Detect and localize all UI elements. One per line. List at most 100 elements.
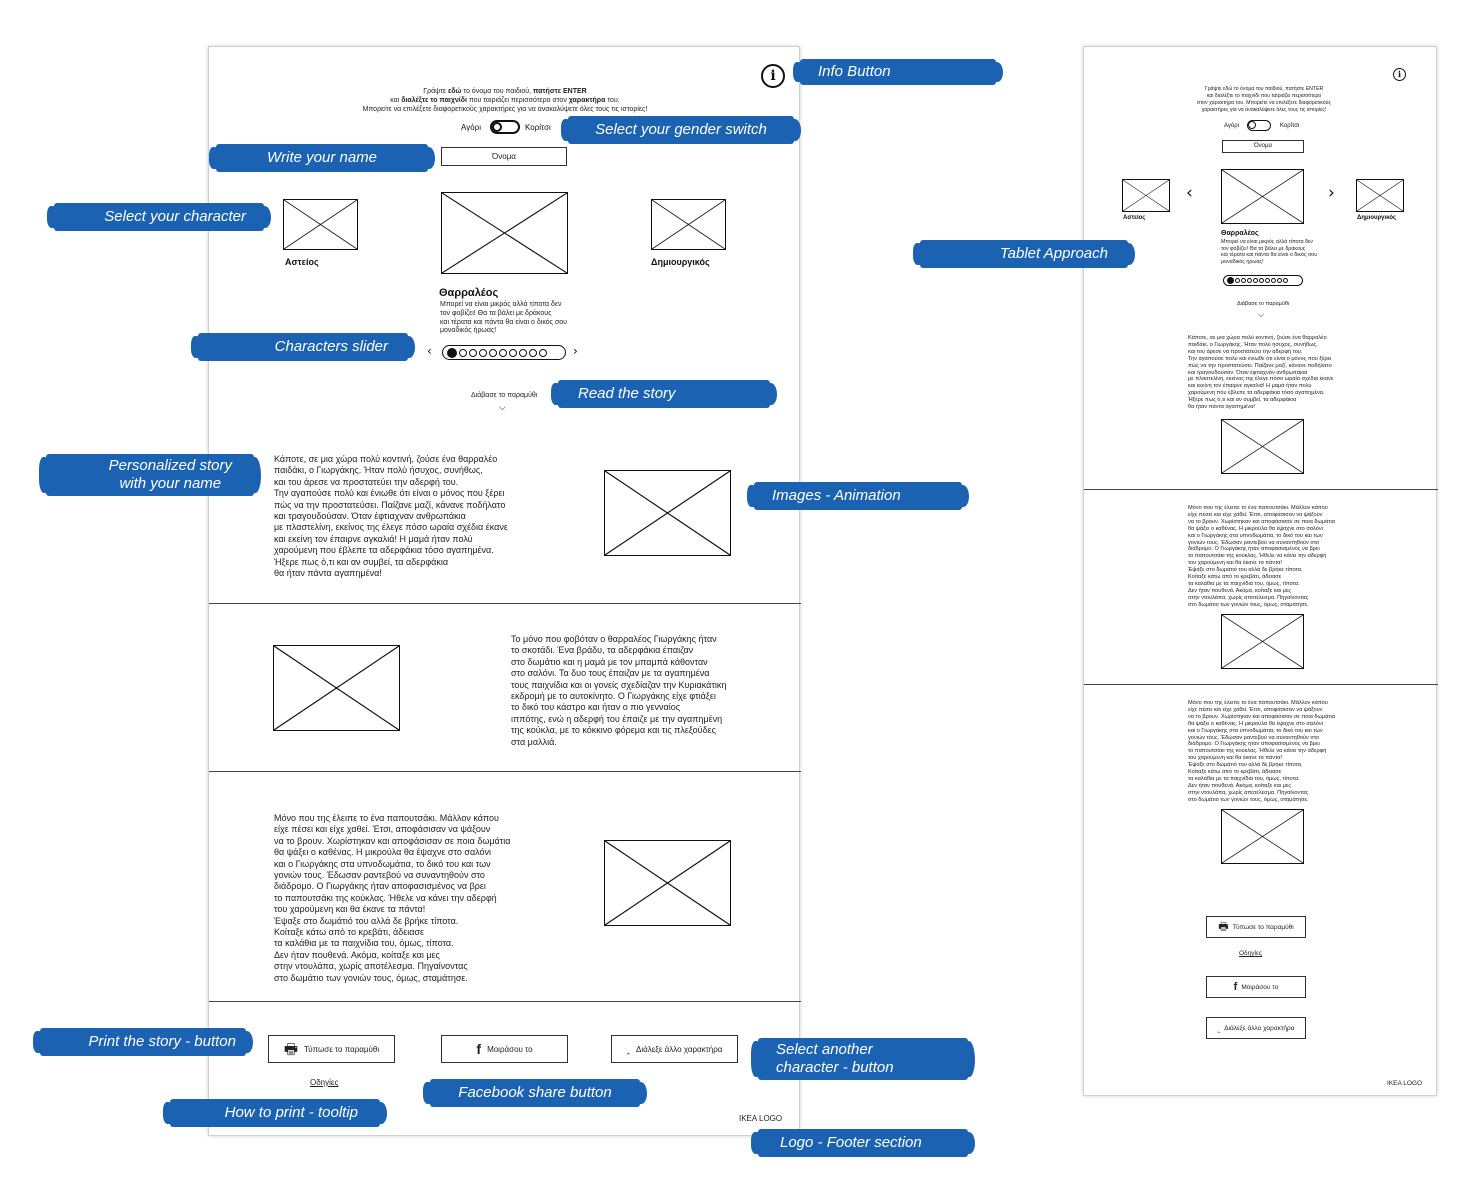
callout-characters-slider: Characters slider: [191, 333, 415, 361]
slider-dot[interactable]: [1241, 278, 1246, 283]
slider-dot[interactable]: [469, 348, 477, 357]
slider-dot[interactable]: [1283, 278, 1288, 283]
callout-tablet-approach: Tablet Approach: [913, 240, 1135, 268]
story-image-3: [1221, 809, 1304, 864]
gender-girl-label: Κορίτσι: [1280, 123, 1300, 129]
character-label-left: Αστείος: [1123, 215, 1146, 221]
character-image-center[interactable]: [1221, 169, 1304, 224]
story-image-1: [1221, 419, 1304, 474]
slider-dot[interactable]: [519, 348, 527, 357]
info-icon[interactable]: i: [1393, 68, 1406, 81]
character-description: Μπορεί να είναι μικρός αλλά τίποτα δεν τ…: [440, 301, 567, 335]
callout-read-story: Read the story: [551, 380, 777, 408]
slider-dot[interactable]: [509, 348, 517, 357]
slider-prev-icon[interactable]: ‹: [1186, 183, 1193, 203]
slider-dot[interactable]: [529, 348, 537, 357]
facebook-icon: f: [1233, 981, 1238, 993]
select-another-character-button[interactable]: ‸ Διάλεξε άλλο χαρακτήρα: [611, 1035, 738, 1063]
character-label-center: Θαρραλέος: [439, 287, 499, 299]
section-divider: [209, 771, 801, 772]
print-button[interactable]: 🖶 Τύπωσε το παραμύθι: [1206, 916, 1306, 938]
characters-slider[interactable]: [1223, 275, 1303, 286]
callout-gender-switch: Select your gender switch: [561, 116, 801, 144]
story-paragraph-2: Μόνο που της έλειπε το ένα παπουτσάκι. Μ…: [1188, 505, 1335, 608]
slider-dot[interactable]: [1247, 278, 1252, 283]
printer-icon: 🖶: [1218, 920, 1229, 933]
slider-dot[interactable]: [1271, 278, 1276, 283]
characters-slider[interactable]: [442, 345, 566, 360]
callout-how-to-print: How to print - tooltip: [163, 1099, 387, 1127]
gender-switch[interactable]: [490, 120, 520, 134]
story-paragraph-3: Μόνο που της έλειπε το ένα παπουτσάκι. Μ…: [274, 813, 511, 983]
name-input[interactable]: Όνομα: [441, 147, 567, 166]
select-another-character-button[interactable]: ‸ Διάλεξε άλλο χαρακτήρα: [1206, 1017, 1306, 1039]
desktop-wireframe: i Γράψτε εδώ το όνομα του παιδιού, πατήσ…: [208, 46, 801, 1136]
callout-facebook-share: Facebook share button: [423, 1079, 647, 1107]
character-image-right[interactable]: [1356, 179, 1404, 212]
footer-logo: IKEA LOGO: [739, 1114, 783, 1123]
character-image-right[interactable]: [651, 199, 726, 250]
character-image-left[interactable]: [1122, 179, 1170, 212]
section-divider: [1084, 489, 1438, 490]
character-image-center[interactable]: [441, 192, 568, 274]
chevron-down-icon[interactable]: ⌵: [1258, 310, 1265, 319]
slider-dot[interactable]: [539, 348, 547, 357]
slider-dot[interactable]: [499, 348, 507, 357]
intro-text: Γράψτε εδώ το όνομα του παιδιού, πατήστε…: [362, 88, 648, 113]
facebook-share-button[interactable]: f Μοιράσου το: [1206, 976, 1306, 998]
callout-print-button: Print the story - button: [33, 1028, 253, 1056]
section-divider: [209, 603, 801, 604]
printer-icon: 🖶: [283, 1040, 299, 1058]
slider-dot[interactable]: [1259, 278, 1264, 283]
character-label-center: Θαρραλέος: [1221, 230, 1259, 237]
gender-boy-label: Αγόρι: [1224, 123, 1239, 129]
how-to-print-tooltip[interactable]: Οδηγίες: [1239, 950, 1263, 957]
story-paragraph-2: Το μόνο που φοβόταν ο θαρραλέος Γιωργάκη…: [511, 634, 727, 747]
slider-dot[interactable]: [1253, 278, 1258, 283]
print-button[interactable]: 🖶 Τύπωσε το παραμύθι: [268, 1035, 395, 1063]
story-paragraph-1: Κάποτε, σε μια χώρα πολύ κοντινή, ζούσε …: [1188, 335, 1334, 411]
chevron-down-icon[interactable]: ⌵: [499, 403, 506, 413]
how-to-print-tooltip[interactable]: Οδηγίες: [310, 1078, 339, 1087]
read-story-link[interactable]: Διάβασε το παραμύθι: [471, 392, 538, 399]
story-paragraph-1: Κάποτε, σε μια χώρα πολύ κοντινή, ζούσε …: [274, 454, 508, 579]
character-label-right: Δημιουργικός: [1357, 215, 1397, 221]
footer-logo: IKEA LOGO: [1387, 1080, 1423, 1087]
slider-next-icon[interactable]: ›: [1328, 183, 1335, 203]
facebook-share-button[interactable]: f Μοιράσου το: [441, 1035, 568, 1063]
callout-personalized-story: Personalized story with your name: [39, 454, 261, 496]
slider-dot[interactable]: [1227, 277, 1234, 284]
callout-select-another: Select another character - button: [751, 1038, 975, 1080]
story-image-2: [1221, 614, 1304, 669]
story-image-3: [604, 840, 731, 926]
slider-next-icon[interactable]: ›: [573, 344, 578, 358]
callout-images-animation: Images - Animation: [747, 482, 969, 510]
callout-write-name: Write your name: [209, 144, 435, 172]
intro-text: Γράψτε εδώ το όνομα του παιδιού, πατήστε…: [1197, 86, 1331, 113]
info-icon[interactable]: i: [761, 64, 785, 88]
story-image-2: [273, 645, 400, 731]
slider-dot[interactable]: [447, 347, 457, 358]
chevron-up-icon: ‸: [626, 1043, 630, 1055]
slider-dot[interactable]: [1277, 278, 1282, 283]
character-label-right: Δημιουργικός: [651, 257, 710, 267]
slider-dot[interactable]: [489, 348, 497, 357]
slider-dot[interactable]: [459, 348, 467, 357]
slider-dot[interactable]: [1265, 278, 1270, 283]
tablet-wireframe: i Γράψτε εδώ το όνομα του παιδιού, πατήσ…: [1083, 46, 1438, 1096]
gender-girl-label: Κορίτσι: [525, 123, 551, 132]
section-divider: [1084, 684, 1438, 685]
section-divider: [209, 1001, 801, 1002]
facebook-icon: f: [476, 1041, 482, 1057]
character-description: Μπορεί να είναι μικρός αλλά τίποτα δεν τ…: [1221, 239, 1318, 265]
callout-logo-footer: Logo - Footer section: [751, 1129, 975, 1157]
story-image-1: [604, 470, 731, 556]
slider-prev-icon[interactable]: ‹: [427, 344, 432, 358]
name-input[interactable]: Όνομα: [1222, 140, 1304, 153]
read-story-link[interactable]: Διάβασε το παραμύθι: [1237, 301, 1290, 307]
slider-dot[interactable]: [1235, 278, 1240, 283]
character-image-left[interactable]: [283, 199, 358, 250]
story-paragraph-3: Μόνο που της έλειπε το ένα παπουτσάκι. Μ…: [1188, 700, 1335, 803]
slider-dot[interactable]: [479, 348, 487, 357]
gender-switch[interactable]: [1247, 120, 1271, 131]
